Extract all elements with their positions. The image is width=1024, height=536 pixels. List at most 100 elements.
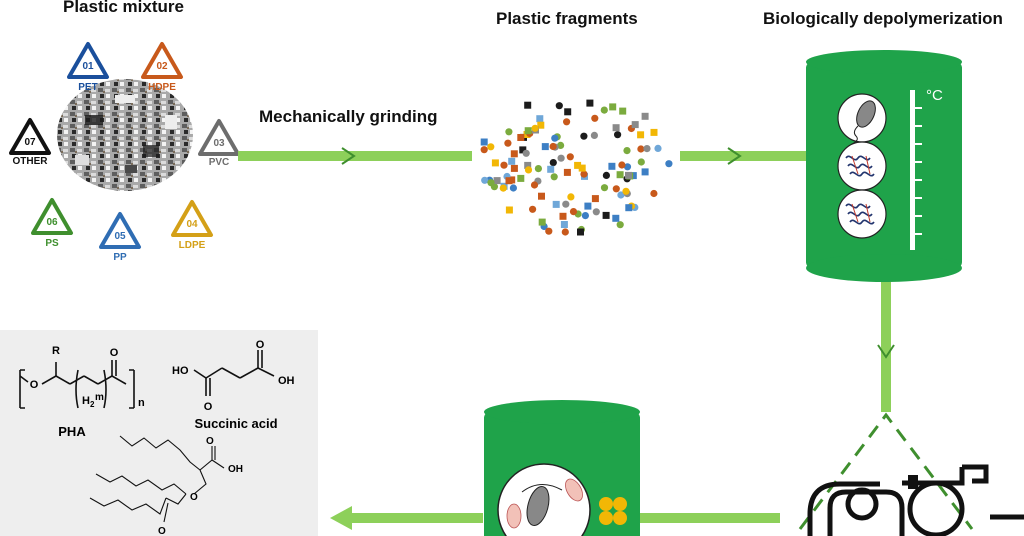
plastic-fragments-scatter	[480, 99, 673, 236]
plastic-fragment	[552, 200, 560, 208]
succinic-oh-label: OH	[278, 375, 295, 387]
plastic-fragment	[522, 149, 530, 157]
plastic-fragment	[602, 211, 610, 219]
fatty-acid-ester-structure	[89, 435, 225, 523]
plastic-fragment	[481, 176, 489, 184]
hydroxy-o3-label: O	[158, 526, 166, 536]
to-bioreactor-arrow	[680, 147, 808, 165]
plastic-waste-pile	[57, 79, 193, 191]
plastic-fragment	[619, 107, 627, 115]
succinic-acid-label: Succinic acid	[194, 416, 277, 431]
succinic-o1-label: O	[204, 401, 213, 413]
plastic-fragment	[577, 228, 584, 236]
plastic-fragment	[616, 171, 624, 179]
microbial-cell-icon	[497, 463, 591, 536]
plastic-fragment	[590, 131, 598, 139]
plastic-mixture-heading: Plastic mixture	[63, 0, 184, 16]
pha-m-label: m	[95, 392, 104, 403]
recycle-label-pvc: PVC	[208, 157, 230, 168]
recycle-label-hdpe: HDPE	[148, 82, 176, 93]
plastic-fragment	[505, 128, 513, 136]
recycle-pet-icon: 01	[67, 42, 109, 79]
svg-text:03: 03	[213, 138, 225, 149]
plastic-fragment	[517, 174, 525, 182]
svg-text:01: 01	[82, 61, 94, 72]
enzyme-icon-2	[837, 189, 887, 239]
recycle-label-other: OTHER	[12, 156, 48, 167]
plastic-fragment	[622, 187, 630, 195]
thermochemical-reactor	[798, 412, 1024, 536]
plastic-fragment	[493, 177, 501, 185]
temperature-unit-label: °C	[926, 87, 943, 104]
plastic-fragment	[530, 181, 539, 189]
plastic-fragment	[550, 173, 558, 181]
plastic-fragment	[580, 170, 588, 178]
plastic-fragment	[510, 150, 518, 158]
plastic-fragment	[631, 121, 639, 129]
plastic-fragment	[480, 138, 488, 146]
recycle-label-ps: PS	[45, 238, 59, 249]
plastic-fragment	[559, 212, 567, 220]
svg-text:06: 06	[46, 217, 58, 228]
plastic-fragment	[500, 161, 508, 169]
recycle-symbol-pet: 01 PET	[58, 40, 118, 93]
svg-text:07: 07	[24, 137, 36, 148]
valve-icon	[908, 475, 918, 489]
plastic-fragment	[541, 143, 549, 151]
plastic-fragment	[654, 144, 662, 152]
plastic-fragment	[618, 161, 626, 169]
products-panel	[0, 330, 318, 536]
plastic-fragment	[625, 204, 633, 212]
plastic-fragment	[591, 195, 599, 203]
plastic-fragment	[602, 171, 610, 179]
plastic-fragment	[487, 143, 495, 151]
recycle-symbol-pp: 05 PP	[90, 210, 150, 263]
succinic-ho-label: HO	[172, 365, 189, 377]
plastic-fragment	[600, 184, 609, 192]
recycle-other-icon: 07	[9, 118, 51, 155]
recycle-pvc-icon: 03	[198, 119, 240, 156]
bioreactor-tank: °C	[806, 50, 962, 282]
recycle-pp-icon: 05	[99, 212, 141, 249]
plastic-fragment	[505, 206, 513, 214]
plastic-fragment	[537, 121, 545, 129]
plastic-fragment	[508, 157, 516, 165]
plastic-fragment	[563, 118, 571, 126]
plastic-fragment	[641, 168, 649, 176]
hydroxy-o2-label: O	[190, 492, 198, 503]
plastic-fragment	[609, 103, 617, 111]
pha-n-label: n	[138, 397, 145, 409]
bacterium-cell-icon	[837, 93, 887, 145]
plastic-fragment	[510, 164, 518, 172]
plastic-fragment	[557, 154, 565, 162]
pha-r-label: R	[52, 345, 60, 357]
plastic-fragment	[562, 200, 570, 208]
plastic-fragment	[629, 172, 637, 180]
plastic-fragment	[561, 228, 569, 236]
plastic-fragment	[600, 106, 608, 114]
fermentation-tank	[484, 400, 640, 536]
plastic-fragment	[580, 132, 588, 140]
plastic-fragment	[566, 153, 574, 161]
pha-label: PHA	[58, 424, 86, 439]
svg-text:04: 04	[186, 219, 198, 230]
plastic-fragment	[480, 146, 488, 154]
plastic-fragment	[574, 161, 582, 169]
plastic-fragment	[499, 184, 507, 192]
plastic-fragment	[557, 141, 565, 149]
plastic-fragment	[612, 185, 620, 193]
plastic-fragment	[549, 159, 557, 167]
plastic-fragment	[569, 208, 578, 216]
recycle-symbol-ldpe: 04 LDPE	[162, 198, 222, 251]
thermometer-icon: °C	[910, 87, 943, 250]
pha-carbonyl-o-label: O	[110, 347, 119, 359]
plastic-fragment	[555, 102, 563, 110]
recycle-label-pp: PP	[113, 252, 127, 263]
plastic-fragment	[564, 108, 572, 116]
plastic-fragment	[529, 205, 537, 213]
plastic-fragment	[578, 164, 586, 172]
plastic-fragment	[560, 221, 568, 228]
left-arrow-bottom	[330, 506, 780, 530]
plastic-fragment	[591, 114, 599, 122]
